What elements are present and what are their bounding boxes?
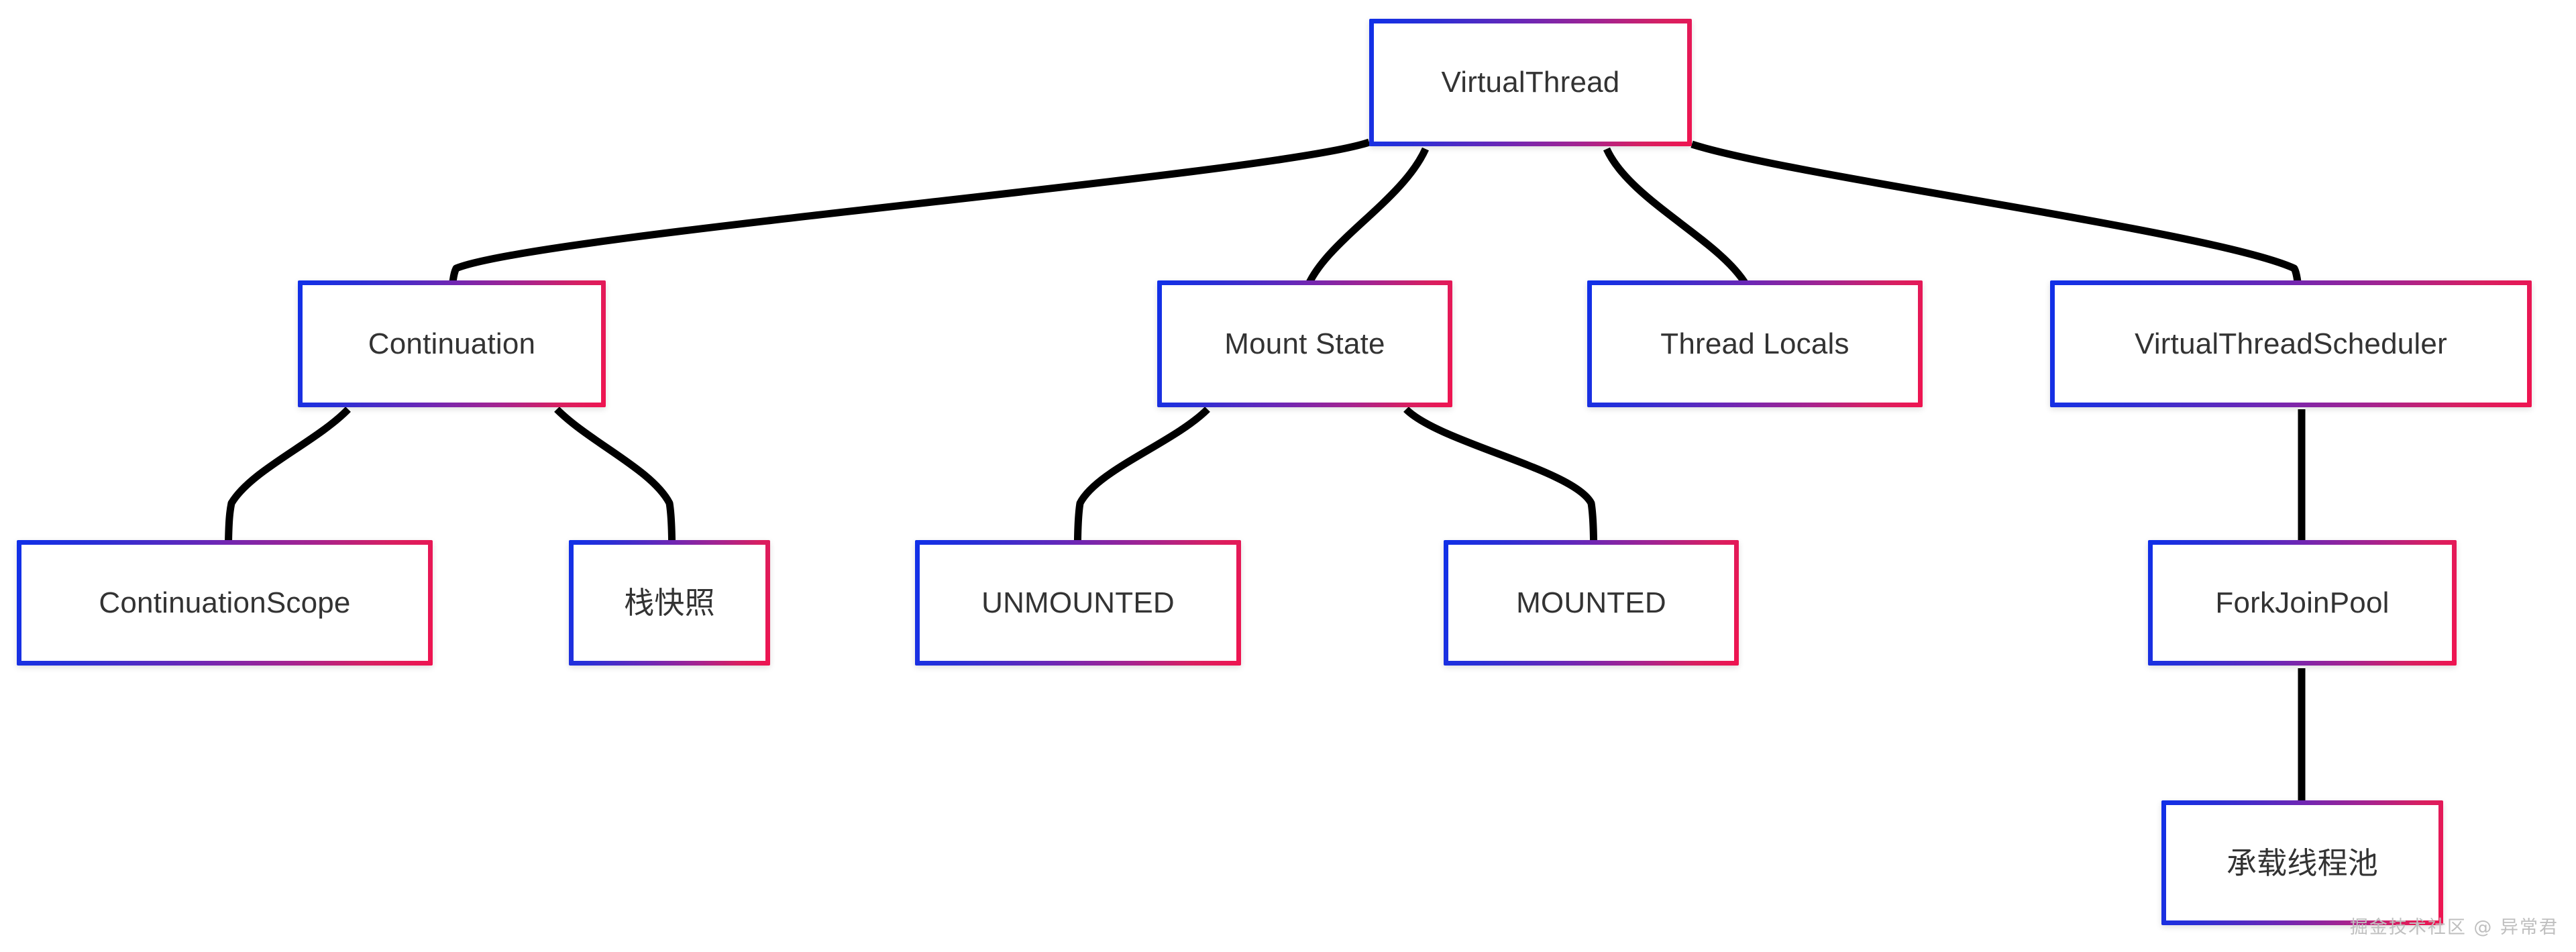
node-label-unmounted: UNMOUNTED — [981, 586, 1175, 619]
node-label-thread-locals: Thread Locals — [1660, 327, 1849, 360]
node-continuation-scope[interactable]: ContinuationScope — [17, 540, 433, 666]
node-label-mounted: MOUNTED — [1516, 586, 1666, 619]
node-continuation[interactable]: Continuation — [298, 280, 606, 407]
node-thread-locals[interactable]: Thread Locals — [1587, 280, 1923, 407]
node-label-continuation: Continuation — [368, 327, 536, 360]
node-label-fork-join-pool: ForkJoinPool — [2215, 586, 2390, 619]
node-mounted[interactable]: MOUNTED — [1444, 540, 1739, 666]
node-label-mount-state: Mount State — [1224, 327, 1385, 360]
node-label-virtual-thread: VirtualThread — [1441, 66, 1620, 99]
node-unmounted[interactable]: UNMOUNTED — [915, 540, 1241, 666]
node-carrier-thread-pool[interactable]: 承载线程池 — [2161, 800, 2443, 925]
node-mount-state[interactable]: Mount State — [1157, 280, 1452, 407]
node-fork-join-pool[interactable]: ForkJoinPool — [2148, 540, 2457, 666]
node-virtual-thread[interactable]: VirtualThread — [1369, 19, 1692, 146]
node-virtual-thread-scheduler[interactable]: VirtualThreadScheduler — [2050, 280, 2532, 407]
node-label-stack-snapshot: 栈快照 — [624, 585, 715, 621]
watermark: 掘金技术社区 @ 异常君 — [2349, 917, 2559, 938]
node-label-continuation-scope: ContinuationScope — [99, 586, 351, 619]
node-stack-snapshot[interactable]: 栈快照 — [569, 540, 770, 666]
node-label-carrier-thread-pool: 承载线程池 — [2226, 845, 2378, 881]
node-label-virtual-thread-scheduler: VirtualThreadScheduler — [2135, 327, 2447, 360]
